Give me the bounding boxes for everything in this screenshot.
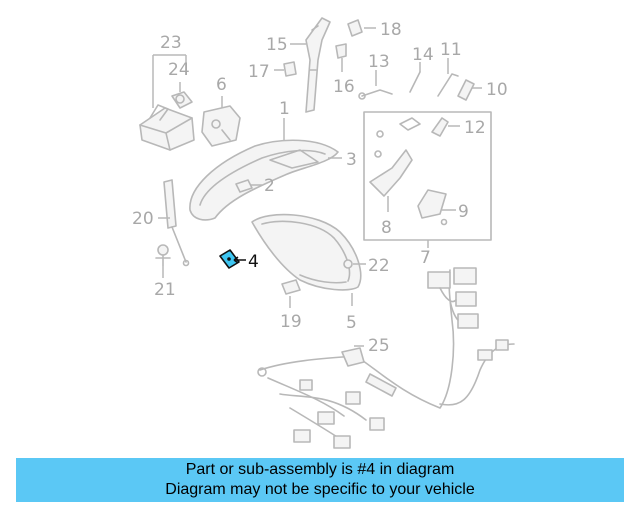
callout-1: 1 xyxy=(279,99,290,119)
callout-13: 13 xyxy=(368,52,390,72)
callout-24: 24 xyxy=(168,60,190,80)
callout-2: 2 xyxy=(264,176,275,196)
part-trim-panel xyxy=(251,213,362,291)
callout-15: 15 xyxy=(266,35,288,55)
callout-19: 19 xyxy=(280,312,302,332)
part-rod-11 xyxy=(437,73,459,97)
banner-line-disclaimer: Diagram may not be specific to your vehi… xyxy=(165,481,475,498)
callout-5: 5 xyxy=(346,313,357,333)
part-wiring-harness xyxy=(257,267,515,449)
callout-18: 18 xyxy=(380,20,402,40)
part-clip-22 xyxy=(343,259,353,269)
part-clip-16 xyxy=(335,43,347,59)
part-hinge xyxy=(305,17,331,113)
callout-22: 22 xyxy=(368,256,390,276)
banner-line-part: Part or sub-assembly is #4 in diagram xyxy=(185,461,455,478)
part-clip-17 xyxy=(283,61,297,77)
callout-21: 21 xyxy=(154,280,176,300)
callout-12: 12 xyxy=(464,118,486,138)
parts-diagram: 23 24 6 1 3 2 20 21 4 xyxy=(132,17,515,449)
callout-20: 20 xyxy=(132,209,154,229)
callout-23: 23 xyxy=(160,33,182,53)
callout-7: 7 xyxy=(420,248,431,268)
callout-11: 11 xyxy=(440,40,462,60)
part-clip-10 xyxy=(457,79,475,101)
part-lock-housing xyxy=(139,104,195,151)
part-pin-14 xyxy=(409,71,421,93)
callout-17: 17 xyxy=(248,62,270,82)
part-7-box xyxy=(363,111,492,241)
callout-16: 16 xyxy=(333,77,355,97)
part-nut-18 xyxy=(347,19,363,37)
callout-4[interactable]: 4 xyxy=(248,252,259,272)
part-lock-cylinder xyxy=(171,91,193,109)
part-trunk-lid xyxy=(189,139,339,221)
part-bracket-2 xyxy=(235,179,253,193)
part-gas-strut xyxy=(163,179,190,267)
callout-8: 8 xyxy=(381,218,392,238)
part-ball-stud xyxy=(155,244,171,266)
info-banner: Part or sub-assembly is #4 in diagram Di… xyxy=(16,458,624,502)
part-rod-13 xyxy=(358,89,393,100)
part-4-highlighted[interactable] xyxy=(219,249,240,269)
callout-14: 14 xyxy=(412,45,434,65)
part-bumper-19 xyxy=(281,279,301,295)
callout-9: 9 xyxy=(458,202,469,222)
callout-25: 25 xyxy=(368,336,390,356)
callout-10: 10 xyxy=(486,80,508,100)
part-latch xyxy=(201,105,241,147)
callout-6: 6 xyxy=(216,75,227,95)
callout-3: 3 xyxy=(346,150,357,170)
